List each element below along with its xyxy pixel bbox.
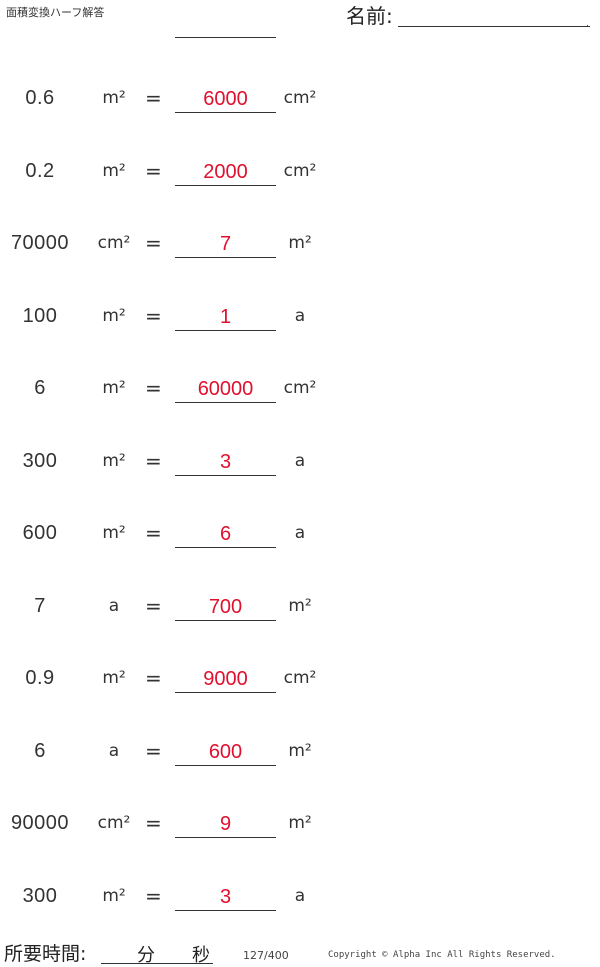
to-unit: cm² [283,378,317,398]
to-unit: m² [288,233,312,253]
equals-sign: = [145,593,162,618]
problem-row: 100 m² = 1 a [0,280,340,353]
from-unit: m² [102,450,126,471]
problem-value: 7 [34,594,46,617]
problem-row: 0.9 m² = 9000 cm² [0,642,340,715]
from-unit: m² [102,378,126,398]
answer-value: 6 [175,521,276,548]
equals-sign: = [145,448,162,473]
from-unit: a [108,740,120,761]
name-label: 名前: [346,4,393,28]
top-answer-rule [175,37,276,38]
problem-row: 300 m² = 3 a [0,425,340,498]
problem-value: 6 [34,739,46,762]
problem-value: 6 [34,377,46,399]
problem-value: 90000 [10,812,70,834]
footer: 所要時間: 分 秒 127/400 Copyright © Alpha Inc … [0,938,600,966]
equals-sign: = [145,811,162,835]
minute-label: 分 [137,945,155,966]
equals-sign: = [145,883,162,908]
to-unit: a [294,305,306,326]
problem-row: 6 a = 600 m² [0,715,340,788]
problem-value: 0.6 [25,87,55,109]
copyright-notice: Copyright © Alpha Inc All Rights Reserve… [328,950,556,960]
from-unit: m² [102,885,126,906]
to-unit: cm² [283,668,317,688]
problem-row: 90000 cm² = 9 m² [0,787,340,860]
answer-value: 6000 [175,86,276,113]
to-unit: cm² [283,160,317,181]
worksheet-title: 面積変換ハーフ解答 [6,6,105,19]
answer-value: 60000 [175,376,276,403]
name-underline [398,26,590,27]
problem-value: 70000 [10,232,70,254]
from-unit: m² [102,88,126,108]
to-unit: m² [288,813,312,833]
problem-value: 100 [22,304,58,327]
from-unit: m² [102,160,126,181]
equals-sign: = [145,231,162,255]
time-taken-underline [101,963,213,964]
to-unit: cm² [283,88,317,108]
equals-sign: = [145,521,162,545]
problem-value: 300 [22,884,58,907]
from-unit: m² [102,523,126,543]
problem-list: 0.6 m² = 6000 cm² 0.2 m² = 2000 cm² 7000… [0,62,340,932]
page-number: 127/400 [243,949,289,962]
equals-sign: = [145,666,162,690]
problem-row: 300 m² = 3 a [0,860,340,933]
problem-row: 70000 cm² = 7 m² [0,207,340,280]
from-unit: cm² [97,813,131,833]
time-taken-label: 所要時間: [4,943,87,965]
answer-value: 2000 [175,159,276,186]
problem-row: 0.6 m² = 6000 cm² [0,62,340,135]
problem-value: 0.9 [25,667,55,689]
answer-value: 600 [175,739,276,766]
problem-row: 600 m² = 6 a [0,497,340,570]
equals-sign: = [145,738,162,763]
answer-value: 1 [175,304,276,331]
to-unit: a [294,523,306,543]
equals-sign: = [145,376,162,400]
name-end-mark: . [586,19,589,29]
second-label: 秒 [192,945,210,966]
problem-value: 600 [22,522,58,544]
answer-value: 9000 [175,666,276,693]
answer-value: 7 [175,231,276,258]
problem-value: 0.2 [25,159,55,182]
answer-value: 3 [175,884,276,911]
answer-value: 9 [175,811,276,838]
from-unit: m² [102,668,126,688]
equals-sign: = [145,158,162,183]
from-unit: a [108,595,120,616]
answer-value: 700 [175,594,276,621]
equals-sign: = [145,303,162,328]
to-unit: m² [288,740,312,761]
problem-row: 0.2 m² = 2000 cm² [0,135,340,208]
name-area: 名前: . [346,3,596,29]
to-unit: m² [288,595,312,616]
problem-row: 7 a = 700 m² [0,570,340,643]
problem-value: 300 [22,449,58,472]
from-unit: cm² [97,233,131,253]
from-unit: m² [102,305,126,326]
problem-row: 6 m² = 60000 cm² [0,352,340,425]
answer-value: 3 [175,449,276,476]
to-unit: a [294,885,306,906]
to-unit: a [294,450,306,471]
equals-sign: = [145,86,162,110]
